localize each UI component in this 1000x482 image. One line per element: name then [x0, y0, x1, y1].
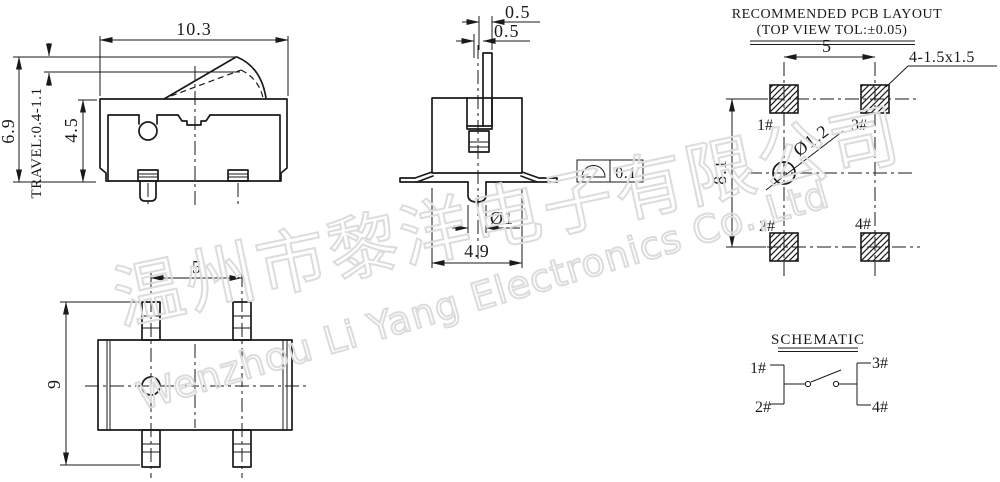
pcb-title-underline — [750, 40, 915, 45]
bottom-view: 5 9 — [44, 257, 310, 478]
ext-lines-10-3 — [99, 36, 289, 96]
switch-inner-contour — [107, 114, 281, 182]
pad-spec-leader — [885, 65, 997, 88]
front-view: 10.3 6.9 TRAVEL:0.4-1.1 4.5 — [0, 19, 289, 207]
schematic-view: SCHEMATIC 1# 2# 3# 4# — [750, 332, 888, 416]
pcb-layout-view: RECOMMENDED PCB LAYOUT (TOP VIEW TOL:±0.… — [710, 7, 997, 278]
dim-text-pcb-5: 5 — [822, 36, 832, 56]
rocker-lever-alt-position — [170, 69, 264, 99]
pin-right — [227, 169, 249, 182]
hole-leader — [765, 130, 844, 191]
pilot-hole — [772, 161, 796, 185]
dim-text-8-1: 8.1 — [710, 159, 730, 185]
dim-text-bv-5: 5 — [192, 257, 202, 277]
pad-label-3: 3# — [851, 117, 867, 134]
switch-blade — [810, 369, 842, 383]
lead-left — [399, 171, 434, 183]
rod-slot — [466, 97, 493, 130]
schematic-pin-4: 4# — [872, 399, 888, 416]
ext-lines-0-5a — [478, 16, 493, 50]
ext-lines-6-9 — [13, 56, 240, 183]
schematic-title: SCHEMATIC — [771, 332, 865, 348]
switch-contact-right — [832, 380, 840, 388]
dim-text-dia1: Ø1 — [490, 208, 514, 228]
pcb-centerlines — [742, 62, 920, 278]
dim-text-travel: TRAVEL:0.4-1.1 — [29, 88, 45, 199]
dim-text-6-9: 6.9 — [0, 118, 18, 144]
detent-pocket — [138, 114, 158, 125]
dim-text-0-5b: 0.5 — [494, 21, 520, 41]
pcb-subtitle: (TOP VIEW TOL:±0.05) — [757, 23, 908, 38]
detent-ball — [138, 121, 158, 141]
dim-text-4-5: 4.5 — [61, 117, 81, 143]
pad-3 — [860, 84, 890, 114]
schematic-pin-3: 3# — [872, 355, 888, 372]
switch-contact-left — [804, 380, 812, 388]
pin-left-detail — [138, 173, 158, 178]
pin-left — [137, 169, 159, 182]
actuator-rod — [482, 52, 493, 127]
pad-2 — [769, 232, 799, 262]
schematic-right-node — [839, 362, 871, 406]
bottom-body — [97, 339, 293, 431]
dim-text-0-5a: 0.5 — [505, 2, 531, 22]
pin-bottom-detail — [142, 443, 251, 453]
fcf-value: 0.1 — [615, 165, 637, 182]
side-body — [431, 97, 523, 174]
bottom-pin — [467, 181, 487, 203]
pin-right-detail — [228, 173, 248, 178]
rocker-lever — [163, 56, 267, 100]
contact-notch — [177, 114, 211, 126]
profile-of-surface-icon — [581, 165, 606, 178]
schematic-pin-1: 1# — [750, 360, 766, 377]
pad-4 — [860, 232, 890, 262]
dim-text-9: 9 — [44, 379, 64, 389]
coplanarity-frame: 0.1 — [576, 159, 644, 183]
schematic-title-underline — [778, 347, 858, 352]
pad-spec-text: 4-1.5x1.5 — [909, 49, 975, 66]
plunger-detail — [469, 141, 489, 148]
dim-text-4-9: 4.9 — [464, 241, 490, 261]
pad-1 — [769, 84, 799, 114]
schematic-pin-2: 2# — [755, 399, 771, 416]
ext-lines-4-9 — [431, 188, 523, 268]
pad-label-4: 4# — [855, 216, 871, 233]
side-view: 0.5 0.5 0.1 Ø1 4.9 — [399, 2, 644, 268]
pad-label-1: 1# — [757, 117, 773, 134]
dim-text-10-3: 10.3 — [176, 19, 212, 39]
front-centerlines — [147, 66, 239, 207]
pad-label-2: 2# — [759, 218, 775, 235]
schematic-left-node — [770, 364, 805, 405]
bottom-centerlines — [85, 273, 310, 478]
pcb-title: RECOMMENDED PCB LAYOUT — [732, 7, 942, 22]
end-cap-lines — [106, 340, 288, 430]
switch-body-outline — [99, 98, 288, 182]
ext-lines-9 — [60, 301, 140, 466]
